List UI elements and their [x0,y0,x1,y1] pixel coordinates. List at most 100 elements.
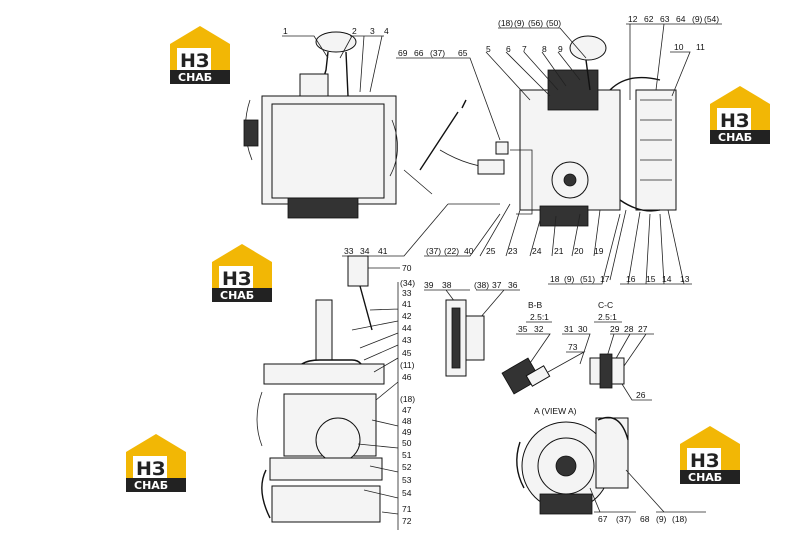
callout-37-b: (37) [426,246,441,256]
callout-28: 28 [624,324,634,334]
callout-20: 20 [574,246,584,256]
logo-name: СНАБ [688,471,722,484]
callout-39: 39 [424,280,434,290]
logo-mark: НЗ [720,110,749,132]
callout-49: 49 [402,427,412,437]
callout-33-a: 33 [344,246,354,256]
view-a-title: A (VIEW A) [534,406,577,416]
callouts-mid-row: 33 34 41 (37) (22) 40 25 23 24 21 20 19 … [342,203,692,285]
callout-21: 21 [554,246,564,256]
callout-10: 10 [674,42,684,52]
callout-8: 8 [542,44,547,54]
callout-34-a: 34 [360,246,370,256]
callout-40: 40 [464,246,474,256]
callout-69: 69 [398,48,408,58]
callout-16: 16 [626,274,636,284]
callout-36: 36 [508,280,518,290]
callout-35: 35 [518,324,528,334]
callout-56: (56) [528,18,543,28]
callout-51-a: (51) [580,274,595,284]
callout-14: 14 [662,274,672,284]
callout-30: 30 [578,324,588,334]
callout-70: 70 [402,263,412,273]
logo-mark: НЗ [690,450,719,472]
callout-34-b: (34) [400,278,415,288]
callout-27: 27 [638,324,648,334]
callout-37-a: (37) [430,48,445,58]
section-cc: C-C 2.5:1 35 32 31 30 29 28 27 73 26 [501,300,654,401]
callout-65: 65 [458,48,468,58]
callout-18-d: (18) [672,514,687,524]
callout-46: 46 [402,372,412,382]
cc-scale: 2.5:1 [598,312,617,322]
logo-top-left: НЗ СНАБ [170,26,230,84]
callout-31: 31 [564,324,574,334]
callout-4: 4 [384,26,389,36]
callout-38-b: (38) [474,280,489,290]
callout-37-c: 37 [492,280,502,290]
callout-24: 24 [532,246,542,256]
callout-18-c: (18) [400,394,415,404]
logo-top-right: НЗ СНАБ [710,86,770,144]
callout-6: 6 [506,44,511,54]
callout-71: 71 [402,504,412,514]
callout-67: 67 [598,514,608,524]
callout-13: 13 [680,274,690,284]
callout-44: 44 [402,323,412,333]
callout-41-b: 41 [402,299,412,309]
callout-25: 25 [486,246,496,256]
logo-name: СНАБ [134,479,168,492]
callout-66: 66 [414,48,424,58]
logo-mid-left: НЗ СНАБ [212,244,272,302]
logo-mark: НЗ [180,50,209,72]
callout-22: (22) [444,246,459,256]
callout-63: 63 [660,14,670,24]
callout-2: 2 [352,26,357,36]
callout-42: 42 [402,311,412,321]
callout-50: (50) [546,18,561,28]
throttle-lever [403,99,509,205]
callout-45: 45 [402,348,412,358]
callout-18-b: 18 [550,274,560,284]
logo-mark: НЗ [136,458,165,480]
callout-15: 15 [646,274,656,284]
logo-name: СНАБ [220,289,254,302]
callouts-side-view: (18) (9) (56) (50) 69 66 (37) 65 5 6 7 8… [396,14,722,141]
callout-9: 9 [558,44,563,54]
callouts-column: 70 (34) 33 41 42 44 43 45 (11) 46 (18) 4… [351,263,415,530]
callout-17: 17 [600,274,610,284]
callout-62: 62 [644,14,654,24]
callout-33-b: 33 [402,288,412,298]
callout-72: 72 [402,516,412,526]
logo-mark: НЗ [222,268,251,290]
cc-title: C-C [598,300,613,310]
callout-51-b: 51 [402,450,412,460]
callout-48: 48 [402,416,412,426]
callout-1: 1 [283,26,288,36]
section-bb: 39 38 (38) 37 36 B-B 2.5:1 [424,280,552,377]
callout-19: 19 [594,246,604,256]
logo-name: СНАБ [718,131,752,144]
callout-43: 43 [402,335,412,345]
callout-73: 73 [568,342,578,352]
callout-7: 7 [522,44,527,54]
logo-bottom-left: НЗ СНАБ [126,434,186,492]
callout-64: 64 [676,14,686,24]
callout-9-c: (9) [564,274,575,284]
callout-9-a: (9) [514,18,525,28]
logo-name: СНАБ [178,71,212,84]
callout-32: 32 [534,324,544,334]
callout-38: 38 [442,280,452,290]
callout-53: 53 [402,475,412,485]
callout-26: 26 [636,390,646,400]
bb-title: B-B [528,300,543,310]
callout-50-b: 50 [402,438,412,448]
callout-54-b: 54 [402,488,412,498]
callout-52: 52 [402,462,412,472]
callout-23: 23 [508,246,518,256]
callout-3: 3 [370,26,375,36]
callout-54: (54) [704,14,719,24]
callout-5: 5 [486,44,491,54]
